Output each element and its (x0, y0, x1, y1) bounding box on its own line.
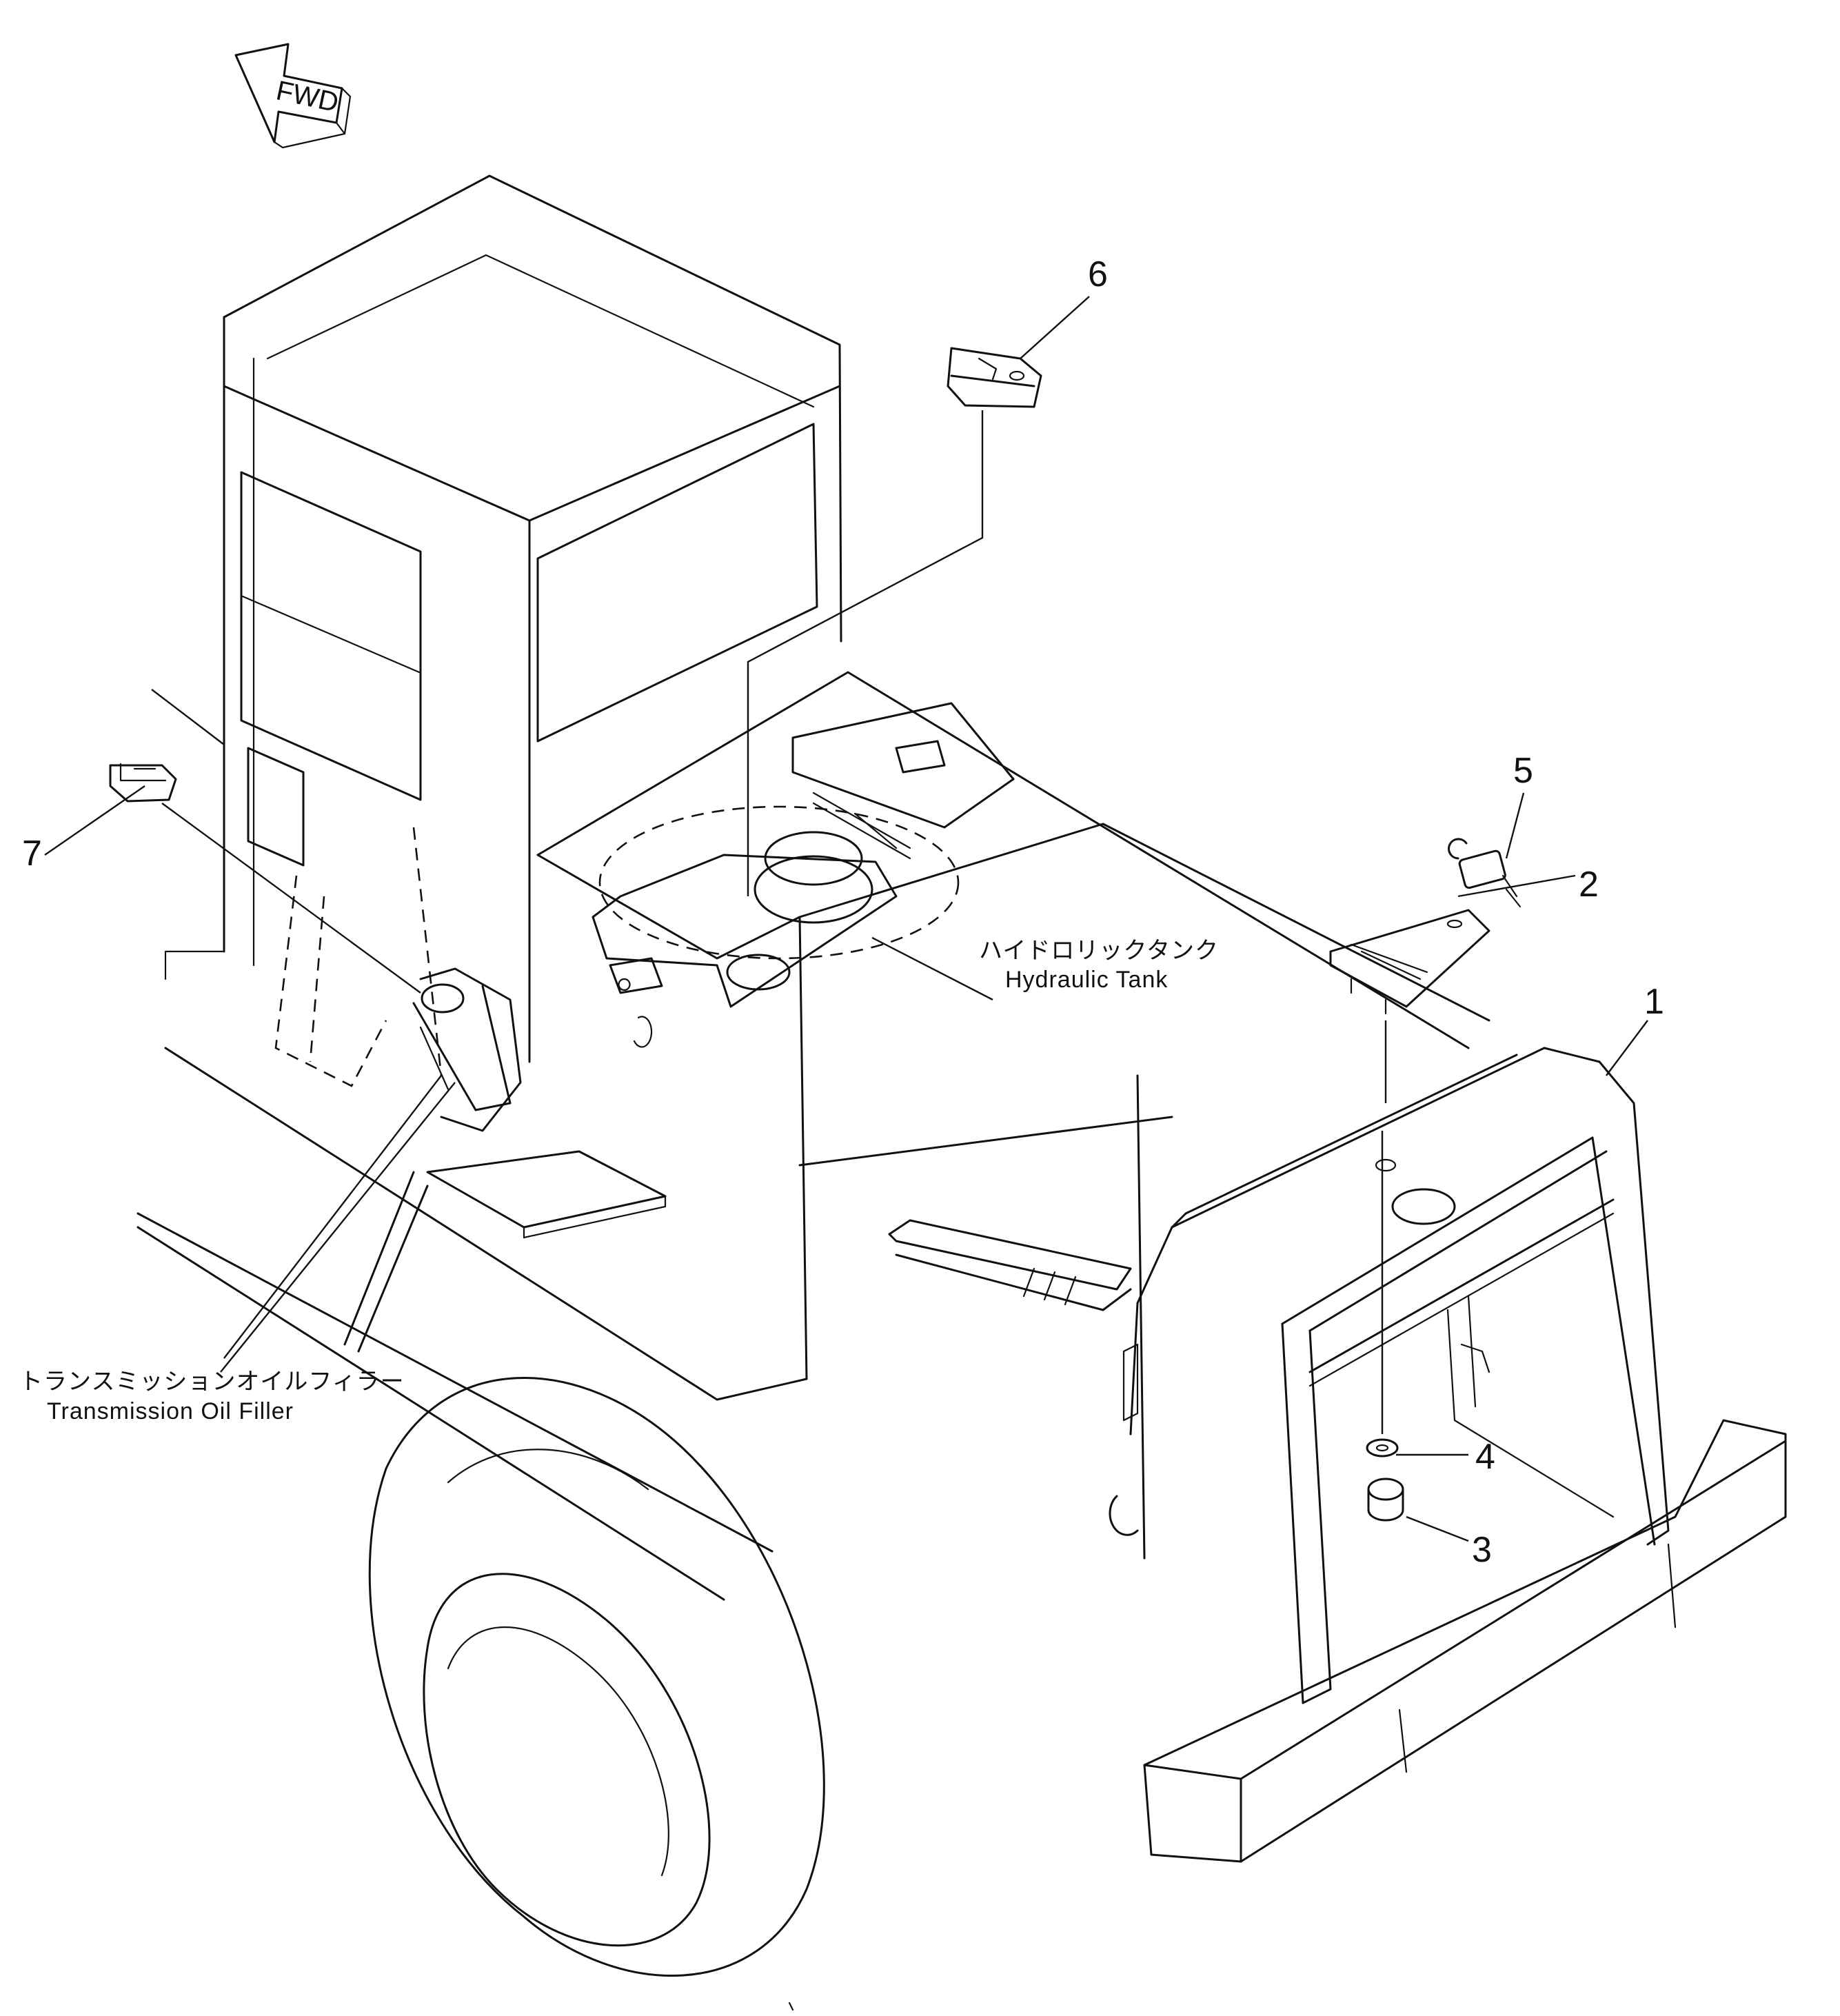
transmission-filler-callout: トランスミッションオイルフィラー Transmission Oil Filler (19, 1369, 405, 1424)
part-number-3: 3 (1472, 1530, 1492, 1570)
front-bumper (1143, 1419, 1787, 1863)
part-number-5: 5 (1513, 751, 1533, 791)
part-5-padlock (1448, 838, 1521, 908)
part-number-labels: 1 2 3 4 5 6 7 (22, 254, 1664, 1570)
part-7-cap (109, 763, 177, 803)
cab (164, 174, 842, 1087)
front-wheel (368, 1376, 825, 1977)
hydraulic-tank-label-jp: ハイドロリックタンク (979, 938, 1219, 964)
hydraulic-tank (592, 702, 1015, 1008)
leader-lines (44, 296, 1648, 1542)
part-6-cap (947, 347, 1042, 408)
part-3-nut (1367, 1478, 1404, 1522)
part-4-washer (1366, 1438, 1399, 1458)
hydraulic-tank-label-en: Hydraulic Tank (1005, 967, 1168, 993)
transmission-filler-label-jp: トランスミッションオイルフィラー (19, 1369, 405, 1395)
part-number-4: 4 (1475, 1437, 1495, 1477)
transmission-oil-filler (412, 967, 522, 1132)
hydraulic-tank-callout: ハイドロリックタンク Hydraulic Tank (979, 938, 1219, 993)
front-grille (1109, 1047, 1670, 1704)
part-number-7: 7 (22, 834, 42, 874)
body (137, 671, 1490, 1601)
part-number-6: 6 (1088, 254, 1108, 294)
part-number-2: 2 (1579, 865, 1599, 905)
transmission-filler-label-en: Transmission Oil Filler (47, 1398, 294, 1424)
fwd-arrow: FWD (234, 43, 352, 149)
part-number-1: 1 (1644, 982, 1664, 1022)
part-2-plate (1329, 909, 1490, 1015)
